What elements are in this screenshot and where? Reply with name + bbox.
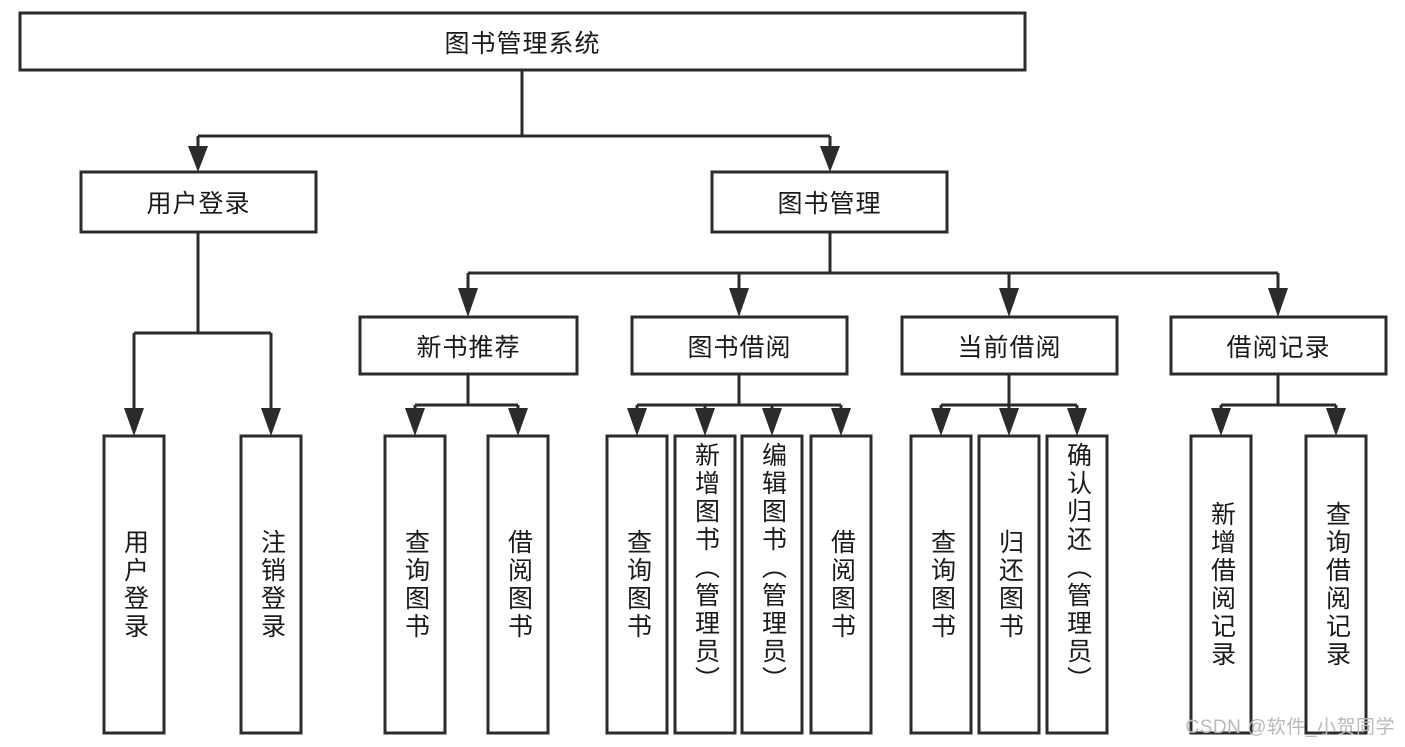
node-box-leaf-query-book-a[interactable] [383,434,447,735]
arrow-head-user-login [188,146,208,172]
node-box-leaf-query-book-c[interactable] [909,434,973,735]
arrow-head-leaf-borrow-book-a [508,408,528,436]
edge-group-book-borrow [627,374,851,436]
arrow-head-borrow-record [1268,288,1288,317]
node-box-leaf-borrow-book-a[interactable] [486,434,550,735]
edge-group-borrow-record [1211,374,1346,436]
arrow-head-leaf-query-book-c [931,408,951,436]
arrow-head-leaf-query-record [1326,408,1346,436]
node-box-leaf-return-book[interactable] [977,434,1041,735]
arrow-head-new-book-rec [458,288,478,317]
arrow-head-leaf-add-record [1211,408,1231,436]
node-box-book-borrow[interactable] [630,315,849,376]
node-box-leaf-query-record[interactable] [1304,434,1368,735]
node-box-leaf-query-book-b[interactable] [605,434,669,735]
edge-group-book-mgmt [458,232,1288,317]
node-box-leaf-confirm-return[interactable] [1045,434,1109,735]
arrow-head-current-borrow [999,288,1019,317]
arrow-head-leaf-confirm-return [1067,408,1087,436]
arrow-head-leaf-return-book [999,408,1019,436]
node-box-new-book-rec[interactable] [358,315,579,376]
node-box-current-borrow[interactable] [900,315,1119,376]
node-box-book-mgmt[interactable] [710,170,949,234]
edge-group-current-borrow [931,374,1087,436]
node-box-leaf-edit-book[interactable] [740,434,804,735]
edge-group-user-login [124,232,281,436]
node-box-leaf-logout[interactable] [239,434,303,735]
arrow-head-leaf-borrow-book-b [831,408,851,436]
arrow-head-leaf-query-book-b [627,408,647,436]
node-box-leaf-user-login[interactable] [102,434,166,735]
arrow-head-leaf-user-login [124,408,144,436]
arrow-head-book-borrow [729,288,749,317]
arrow-head-leaf-add-book [695,408,715,436]
node-box-borrow-record[interactable] [1169,315,1388,376]
arrow-head-leaf-edit-book [762,408,782,436]
watermark-text: CSDN @软件_小贺同学 [1185,717,1395,738]
arrow-head-leaf-logout [261,408,281,436]
node-box-root[interactable] [18,11,1027,72]
node-box-leaf-add-record[interactable] [1189,434,1253,735]
node-box-leaf-add-book[interactable] [673,434,737,735]
arrow-head-leaf-query-book-a [405,408,425,436]
node-box-user-login[interactable] [79,170,318,234]
arrow-head-book-mgmt [820,146,840,172]
edge-group-root [188,71,840,172]
node-box-leaf-borrow-book-b[interactable] [809,434,873,735]
edge-group-new-book-rec [405,374,528,436]
